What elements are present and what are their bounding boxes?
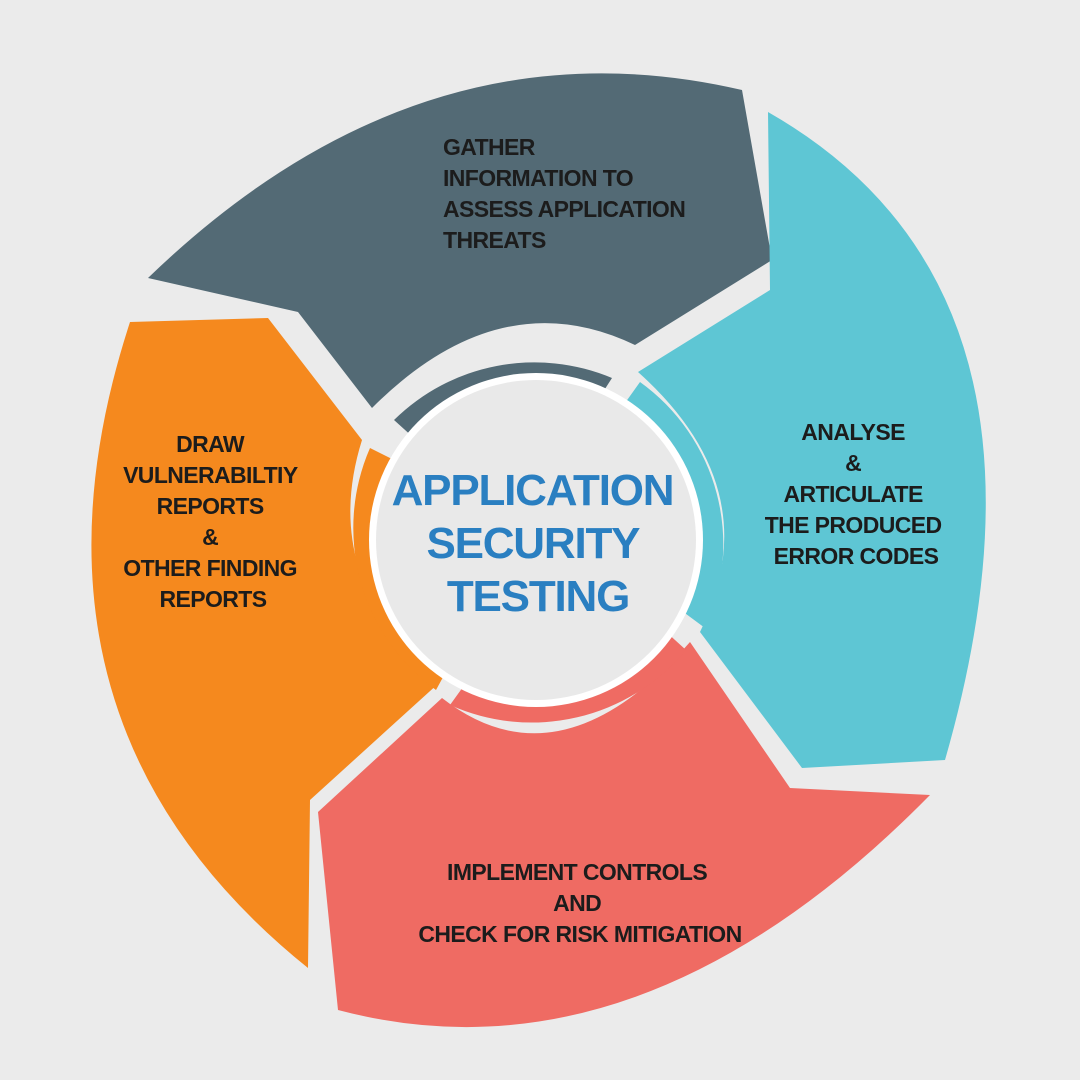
label-line: &: [845, 450, 861, 476]
segment-implement-label: IMPLEMENT CONTROLS AND CHECK FOR RISK MI…: [418, 859, 741, 947]
segment-analyse-label: ANALYSE & ARTICULATE THE PRODUCED ERROR …: [765, 419, 948, 569]
label-line: VULNERABILTIY: [123, 462, 298, 488]
label-line: &: [202, 524, 218, 550]
center-title-line: SECURITY: [426, 519, 640, 568]
label-line: INFORMATION TO: [443, 165, 633, 191]
segment-gather-information: [148, 73, 772, 409]
label-line: REPORTS: [157, 493, 264, 519]
label-line: ERROR CODES: [774, 543, 939, 569]
label-line: OTHER FINDING: [123, 555, 297, 581]
label-line: ASSESS APPLICATION: [443, 196, 685, 222]
label-line: THREATS: [443, 227, 546, 253]
label-line: ANALYSE: [801, 419, 905, 445]
label-line: ARTICULATE: [783, 481, 922, 507]
label-line: REPORTS: [160, 586, 267, 612]
center-title: APPLICATION SECURITY TESTING: [392, 466, 685, 621]
label-line: IMPLEMENT CONTROLS: [447, 859, 707, 885]
label-line: GATHER: [443, 134, 536, 160]
label-line: CHECK FOR RISK MITIGATION: [418, 921, 741, 947]
segment-implement-controls: [318, 642, 930, 1028]
center-circle: [376, 380, 696, 700]
label-line: AND: [553, 890, 601, 916]
segment-analyse-error-codes: [638, 112, 986, 768]
segment-draw-vulnerability-reports: [91, 318, 440, 968]
center-title-line: APPLICATION: [392, 466, 674, 515]
center-title-line: TESTING: [447, 572, 629, 621]
label-line: DRAW: [176, 431, 245, 457]
label-line: THE PRODUCED: [765, 512, 942, 538]
segment-draw-label: DRAW VULNERABILTIY REPORTS & OTHER FINDI…: [123, 431, 303, 612]
segment-gather-label: GATHER INFORMATION TO ASSESS APPLICATION…: [443, 134, 691, 253]
